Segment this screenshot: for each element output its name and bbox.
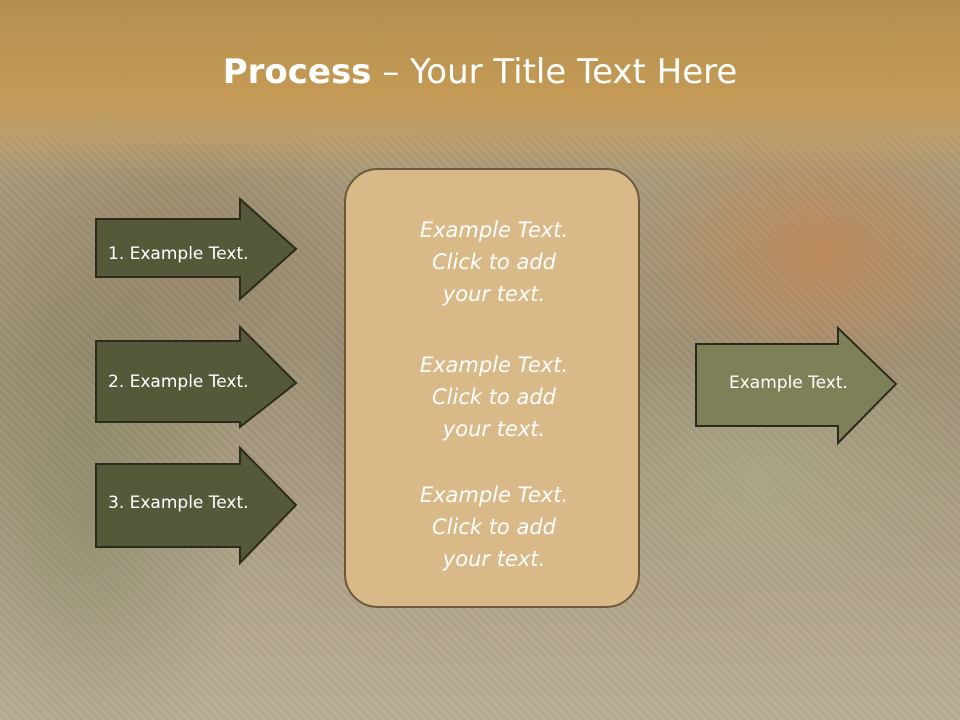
arrow-shape-3[interactable] <box>95 445 299 566</box>
title-strong: Process <box>222 52 372 92</box>
slide-title[interactable]: Process – Your Title Text Here <box>0 52 960 92</box>
paragraph-line: your text. <box>442 417 546 441</box>
title-band <box>0 0 960 175</box>
center-text-box[interactable]: Example Text. Click to add your text. Ex… <box>344 168 640 608</box>
arrow-right-body <box>695 325 898 446</box>
paragraph-line: your text. <box>442 282 546 306</box>
arrow-1-body <box>95 196 298 302</box>
title-rest: – Your Title Text Here <box>371 52 738 92</box>
arrow-shape-2[interactable] <box>95 324 299 430</box>
paragraph-line: Click to add <box>431 250 556 274</box>
arrow-3-body <box>95 445 298 566</box>
arrow-shape-right[interactable] <box>695 325 899 446</box>
arrow-shape-1[interactable] <box>95 196 299 302</box>
arrow-label-2: 2. Example Text. <box>108 372 249 392</box>
paragraph-line: Click to add <box>431 385 556 409</box>
center-paragraph-2: Example Text. Click to add your text. <box>346 349 642 445</box>
arrow-2-body <box>95 324 298 430</box>
arrow-label-3: 3. Example Text. <box>108 493 249 513</box>
paragraph-line: Click to add <box>431 515 556 539</box>
paragraph-line: Example Text. <box>419 218 569 242</box>
paragraph-line: your text. <box>442 547 546 571</box>
arrow-label-1: 1. Example Text. <box>108 244 249 264</box>
arrow-label-right: Example Text. <box>729 373 848 393</box>
paragraph-line: Example Text. <box>419 353 569 377</box>
center-paragraph-1: Example Text. Click to add your text. <box>346 214 642 310</box>
center-paragraph-3: Example Text. Click to add your text. <box>346 479 642 575</box>
paragraph-line: Example Text. <box>419 483 569 507</box>
